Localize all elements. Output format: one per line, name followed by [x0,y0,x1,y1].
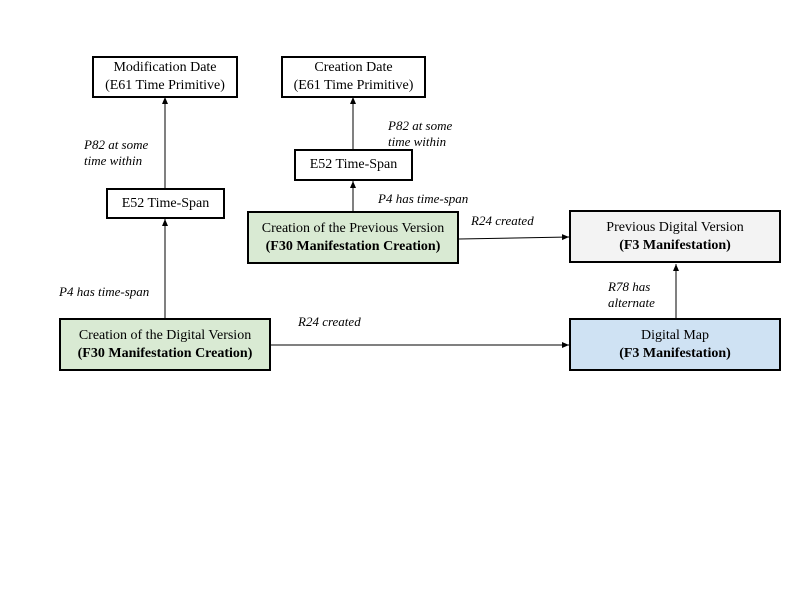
node-label-line1: Digital Map [640,327,710,343]
node-creation-digital-version: Creation of the Digital Version (F30 Man… [59,318,271,371]
edge-label-p4-right: P4 has time-span [378,191,468,207]
edge-label-line1: R78 has [608,279,651,294]
edge-label-line2: time within [388,134,447,149]
node-label-line2: (E61 Time Primitive) [293,78,414,93]
node-modification-date: Modification Date (E61 Time Primitive) [92,56,238,98]
edge-label-line1: P82 at some [84,137,149,152]
node-timespan-left: E52 Time-Span [106,188,225,219]
node-label-line1: E52 Time-Span [309,157,398,172]
edge-label-r24-top: R24 created [471,213,534,229]
node-creation-date: Creation Date (E61 Time Primitive) [281,56,426,98]
edge-label-r78: R78 has alternate [608,279,655,311]
node-label-line1: Creation Date [314,60,393,75]
node-digital-map: Digital Map (F3 Manifestation) [569,318,781,371]
edge-label-r24-bottom: R24 created [298,314,361,330]
node-label-line1: Creation of the Previous Version [261,220,445,236]
edge-label-line1: P4 has time-span [378,191,469,206]
node-label-line1: E52 Time-Span [121,195,210,211]
node-timespan-right: E52 Time-Span [294,149,413,181]
node-label-line2: (F3 Manifestation) [619,345,731,361]
edge-label-line1: P4 has time-span [59,284,150,299]
edge-label-p82-right: P82 at some time within [388,118,452,150]
edge-label-p82-left: P82 at some time within [84,137,148,169]
node-label-line2: (F30 Manifestation Creation) [77,345,253,361]
edge-label-line1: P82 at some [388,118,453,133]
edge-label-line2: alternate [608,295,655,310]
node-label-line2: (F3 Manifestation) [619,237,731,253]
node-creation-previous-version: Creation of the Previous Version (F30 Ma… [247,211,459,264]
node-label-line2: (E61 Time Primitive) [105,78,225,93]
edge-label-line1: R24 created [471,213,534,228]
node-label-line1: Modification Date [113,60,217,75]
node-label-line1: Previous Digital Version [606,219,744,235]
node-previous-digital-version: Previous Digital Version (F3 Manifestati… [569,210,781,263]
edge-r24-top [458,234,570,241]
edge-label-line2: time within [84,153,143,168]
node-label-line1: Creation of the Digital Version [78,327,252,343]
edge-label-line1: R24 created [298,314,361,329]
edge-label-p4-left: P4 has time-span [59,284,149,300]
node-label-line2: (F30 Manifestation Creation) [265,238,441,254]
